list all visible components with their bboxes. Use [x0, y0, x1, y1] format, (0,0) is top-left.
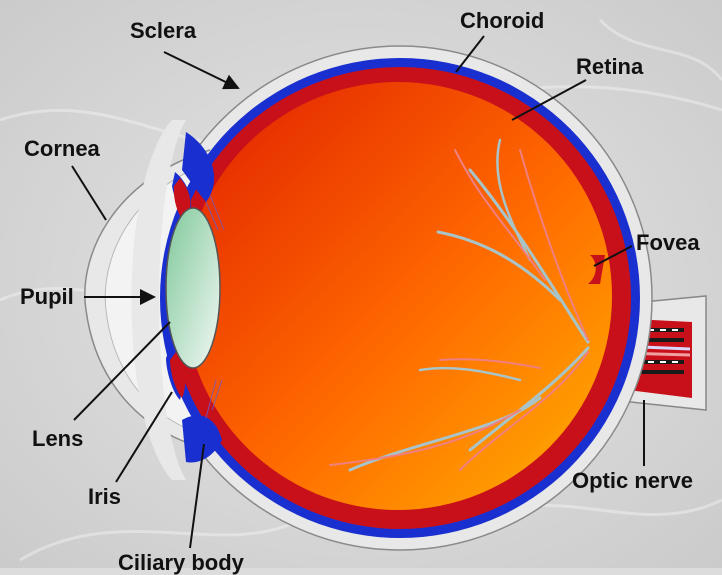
label-pupil: Pupil	[20, 286, 74, 308]
label-choroid: Choroid	[460, 10, 544, 32]
label-iris: Iris	[88, 486, 121, 508]
label-ciliary-body: Ciliary body	[118, 552, 244, 574]
label-retina: Retina	[576, 56, 643, 78]
label-fovea: Fovea	[636, 232, 700, 254]
label-lens: Lens	[32, 428, 83, 450]
label-optic-nerve: Optic nerve	[572, 470, 693, 492]
label-sclera: Sclera	[130, 20, 196, 42]
vitreous-body	[184, 82, 612, 510]
lens-shape	[166, 208, 220, 368]
label-cornea: Cornea	[24, 138, 100, 160]
